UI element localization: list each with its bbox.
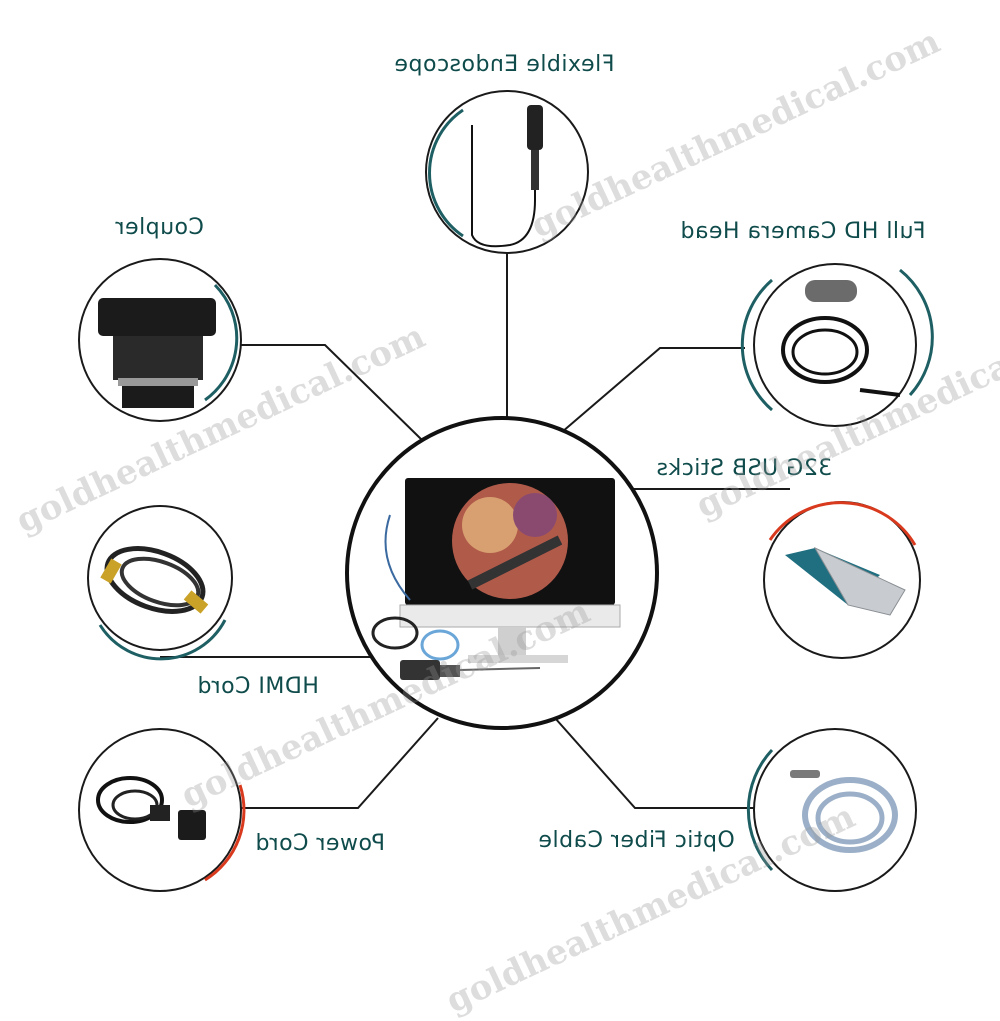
label-camera-head: Full HD Camera Head bbox=[680, 219, 926, 244]
label-flexible-endoscope: Flexible Endoscope bbox=[394, 52, 615, 77]
line-coupler bbox=[240, 344, 423, 441]
monitor bbox=[399, 478, 621, 663]
line-camera bbox=[561, 347, 745, 433]
circle-power-cord bbox=[78, 728, 246, 892]
label-hdmi-cord: HDMI Cord bbox=[197, 674, 319, 699]
label-optic-fiber: Optic Fiber Cable bbox=[538, 828, 735, 853]
circle-endoscope bbox=[425, 90, 589, 254]
label-power-cord: Power Cord bbox=[255, 831, 385, 856]
circle-optic-fiber bbox=[746, 728, 917, 892]
accessory-diagram bbox=[78, 90, 934, 892]
camera-console bbox=[371, 514, 541, 680]
center-system-circle bbox=[345, 416, 659, 730]
label-coupler: Coupler bbox=[115, 215, 204, 240]
circle-hdmi bbox=[87, 505, 233, 661]
line-power bbox=[240, 717, 439, 809]
connector-lines bbox=[160, 253, 790, 809]
circle-usb bbox=[763, 501, 921, 659]
circle-coupler bbox=[78, 258, 242, 422]
line-optic bbox=[554, 717, 765, 809]
circle-camera-head bbox=[740, 263, 934, 427]
